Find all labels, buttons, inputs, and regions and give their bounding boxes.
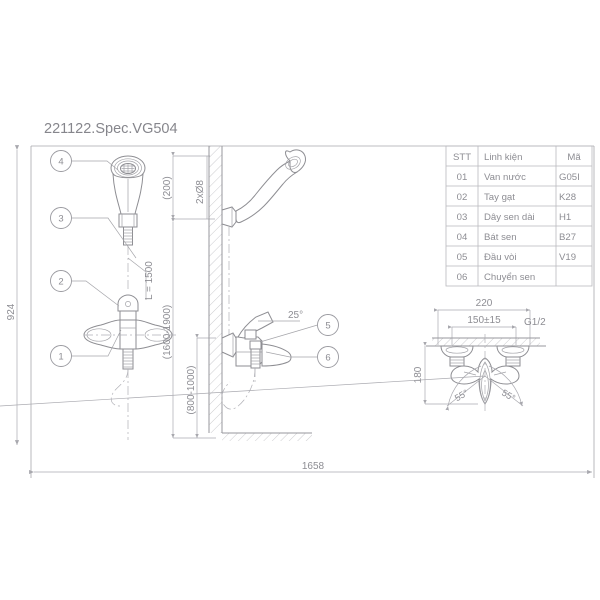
table-header-stt: STT bbox=[453, 152, 471, 163]
table-cell-code: V19 bbox=[559, 252, 576, 263]
dim-detail-width-centers: 150±15 bbox=[467, 315, 501, 326]
dim-bracket-holes: 2xØ8 bbox=[195, 180, 206, 204]
table-row: 02 Tay gạt K28 bbox=[457, 192, 576, 203]
table-row: 04 Bát sen B27 bbox=[457, 232, 576, 243]
spout-angle-annotation: 25° bbox=[258, 310, 303, 322]
table-cell-code: G05I bbox=[559, 172, 580, 183]
table-cell-code: H1 bbox=[559, 212, 571, 223]
balloon-callout-1[interactable]: 1 bbox=[50, 329, 122, 367]
overall-width-dimension: 1658 bbox=[29, 146, 595, 478]
table-cell-stt: 04 bbox=[457, 232, 468, 243]
dim-overall-width: 1658 bbox=[302, 461, 325, 472]
dim-bracket-spacing: (200) bbox=[162, 176, 173, 199]
dim-angle-right: 55° bbox=[500, 388, 517, 404]
balloon-callout-3[interactable]: 3 bbox=[50, 207, 137, 259]
swivel-angle-annotations: 55° 55° bbox=[0, 365, 524, 411]
balloon-callout-5[interactable]: 5 bbox=[259, 314, 339, 343]
table-cell-stt: 03 bbox=[457, 212, 468, 223]
table-cell-name: Tay gạt bbox=[484, 192, 515, 203]
table-cell-stt: 05 bbox=[457, 252, 468, 263]
table-cell-name: Van nước bbox=[484, 172, 526, 183]
dim-spout-height: (800-1000) bbox=[186, 366, 197, 415]
vertical-dimension-stack: (200) 2xØ8 (1600-1900) (800-1000) bbox=[162, 151, 216, 439]
dim-shower-height: (1600-1900) bbox=[162, 305, 173, 359]
balloon-label-2: 2 bbox=[58, 277, 63, 288]
table-cell-stt: 06 bbox=[457, 272, 468, 283]
table-cell-name: Chuyển sen bbox=[484, 272, 535, 283]
table-header-code: Mã bbox=[567, 152, 581, 163]
balloon-callout-4[interactable]: 4 bbox=[50, 150, 119, 172]
table-cell-name: Bát sen bbox=[484, 232, 517, 243]
page-title: 221122.Spec.VG504 bbox=[44, 121, 178, 137]
table-header-name: Linh kiện bbox=[484, 152, 522, 163]
balloon-label-6: 6 bbox=[325, 353, 330, 364]
table-row: 06 Chuyển sen bbox=[457, 272, 536, 283]
table-cell-stt: 01 bbox=[457, 172, 468, 183]
floor-section bbox=[222, 432, 312, 441]
hand-shower-side-view bbox=[221, 149, 306, 340]
balloon-label-3: 3 bbox=[58, 214, 63, 225]
table-row: 03 Dây sen dài H1 bbox=[457, 212, 572, 223]
hose-length-annotation: L = 1500 bbox=[127, 257, 155, 300]
mixer-valve-front-view bbox=[83, 294, 176, 440]
balloon-label-1: 1 bbox=[58, 352, 63, 363]
overall-height-dimension: 924 bbox=[6, 145, 20, 445]
parts-table: STT Linh kiện Mã 01 Van nước G05I 02 Tay… bbox=[445, 145, 593, 287]
balloon-label-4: 4 bbox=[58, 157, 63, 168]
table-cell-name: Đầu vòi bbox=[484, 252, 517, 263]
label-thread-size: G1/2 bbox=[524, 317, 546, 328]
table-cell-code: B27 bbox=[559, 232, 576, 243]
table-row: 01 Van nước G05I bbox=[457, 172, 580, 183]
wall-section bbox=[208, 146, 223, 433]
table-row: 05 Đầu vòi V19 bbox=[457, 252, 576, 263]
balloon-callout-2[interactable]: 2 bbox=[50, 270, 120, 307]
hand-shower-assembly-front bbox=[110, 155, 146, 290]
table-cell-code: K28 bbox=[559, 192, 576, 203]
table-cell-stt: 02 bbox=[457, 192, 468, 203]
dim-detail-width-outer: 220 bbox=[476, 298, 493, 309]
mixer-detail-view: 220 150±15 G1/2 bbox=[0, 298, 546, 414]
table-cell-name: Dây sen dài bbox=[484, 212, 535, 223]
balloon-callout-6[interactable]: 6 bbox=[265, 346, 339, 368]
bath-mixer-side-view bbox=[221, 311, 292, 410]
balloon-label-5: 5 bbox=[325, 321, 330, 332]
dim-detail-height: 180 bbox=[413, 366, 424, 383]
dim-overall-height: 924 bbox=[6, 303, 17, 320]
dim-spout-angle: 25° bbox=[288, 310, 303, 321]
dim-hose-length: L = 1500 bbox=[144, 261, 155, 300]
